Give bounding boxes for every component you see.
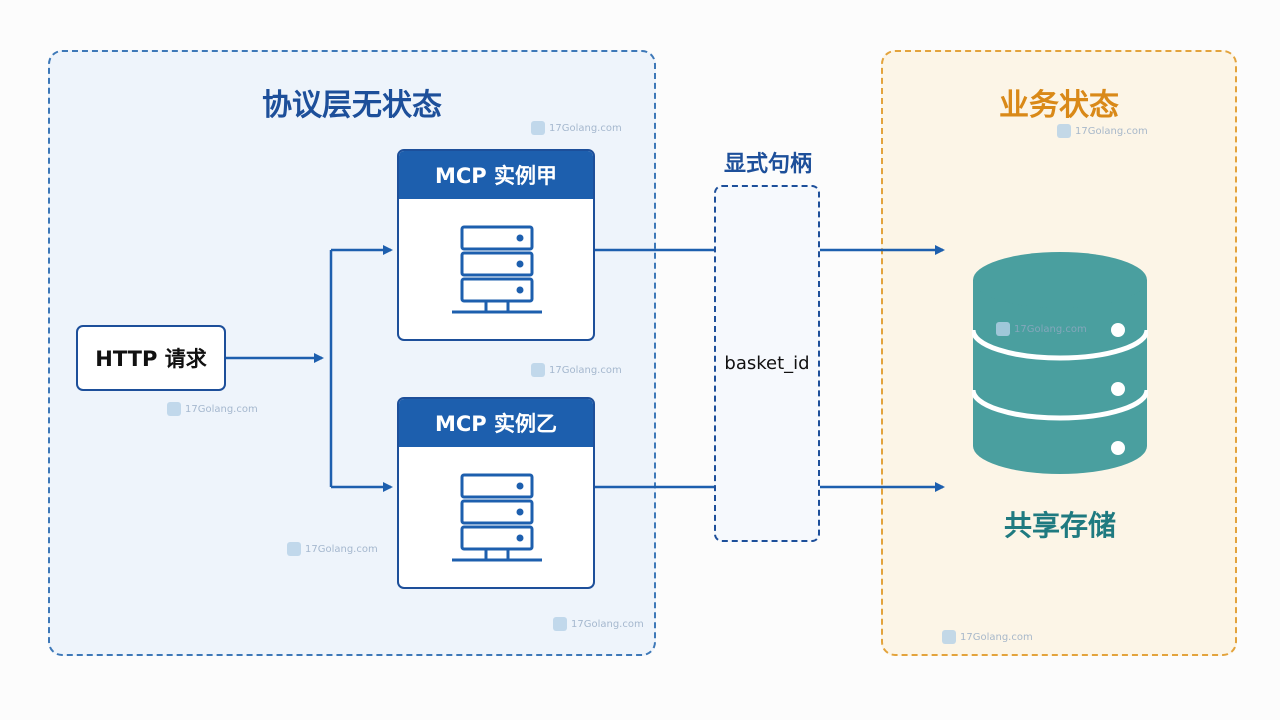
mcp-instance-b-header: MCP 实例乙 bbox=[399, 399, 593, 447]
mcp-instance-a: MCP 实例甲 bbox=[397, 149, 595, 341]
http-request-node: HTTP 请求 bbox=[76, 325, 226, 391]
watermark-logo-icon bbox=[1057, 124, 1071, 138]
protocol-layer-title: 协议层无状态 bbox=[262, 88, 442, 123]
watermark: 17Golang.com bbox=[167, 402, 258, 416]
watermark-logo-icon bbox=[531, 363, 545, 377]
watermark-logo-icon bbox=[942, 630, 956, 644]
watermark: 17Golang.com bbox=[1057, 124, 1148, 138]
database-icon bbox=[972, 252, 1148, 474]
watermark-logo-icon bbox=[996, 322, 1010, 336]
basket-id-text: basket_id bbox=[724, 353, 810, 374]
watermark-logo-icon bbox=[167, 402, 181, 416]
http-request-label: HTTP 请求 bbox=[95, 347, 207, 371]
shared-storage-label: 共享存储 bbox=[1003, 509, 1116, 542]
watermark: 17Golang.com bbox=[553, 617, 644, 631]
watermark: 17Golang.com bbox=[942, 630, 1033, 644]
watermark-logo-icon bbox=[287, 542, 301, 556]
watermark-logo-icon bbox=[531, 121, 545, 135]
server-icon bbox=[452, 473, 542, 562]
watermark: 17Golang.com bbox=[287, 542, 378, 556]
server-icon bbox=[452, 225, 542, 314]
explicit-handle-box: basket_id bbox=[714, 185, 820, 542]
business-state-title: 业务状态 bbox=[999, 88, 1119, 123]
watermark: 17Golang.com bbox=[996, 322, 1087, 336]
mcp-instance-a-header: MCP 实例甲 bbox=[399, 151, 593, 199]
explicit-handle-label: 显式句柄 bbox=[723, 152, 812, 177]
mcp-instance-b: MCP 实例乙 bbox=[397, 397, 595, 589]
watermark-logo-icon bbox=[553, 617, 567, 631]
watermark: 17Golang.com bbox=[531, 121, 622, 135]
watermark: 17Golang.com bbox=[531, 363, 622, 377]
